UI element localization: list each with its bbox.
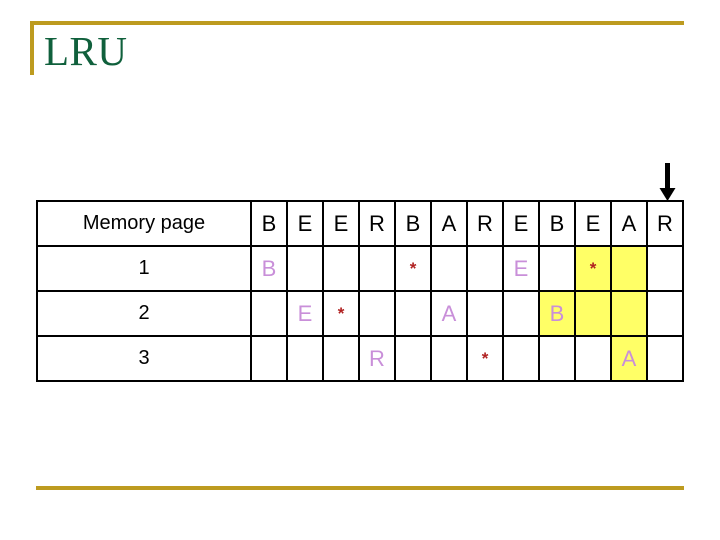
frame-cell-r2-c3	[358, 290, 396, 337]
slide-accent-rule-bottom	[36, 486, 684, 490]
reference-string-cell-8: B	[538, 200, 576, 247]
reference-string-cell-11: R	[646, 200, 684, 247]
reference-string-cell-1: E	[286, 200, 324, 247]
memory-page-label-3: 3	[36, 335, 252, 382]
frame-cell-r1-c2	[322, 245, 360, 292]
frame-cell-r2-c5: A	[430, 290, 468, 337]
frame-cell-r1-c6	[466, 245, 504, 292]
reference-string-cell-3: R	[358, 200, 396, 247]
reference-string-cell-9: E	[574, 200, 612, 247]
frame-cell-r2-c0	[250, 290, 288, 337]
slide-accent-rule-left	[30, 21, 34, 75]
frame-cell-r1-c3	[358, 245, 396, 292]
frame-cell-r2-c11	[646, 290, 684, 337]
arrow-down-icon	[659, 163, 676, 201]
frame-cell-r2-c7	[502, 290, 540, 337]
memory-page-label-2: 2	[36, 290, 252, 337]
frame-cell-r3-c11	[646, 335, 684, 382]
slide-accent-rule-top	[30, 21, 684, 25]
frame-cell-r2-c2: *	[322, 290, 360, 337]
frame-cell-r3-c6: *	[466, 335, 504, 382]
reference-string-cell-10: A	[610, 200, 648, 247]
frame-cell-r1-c10	[610, 245, 648, 292]
frame-cell-r1-c4: *	[394, 245, 432, 292]
frame-cell-r3-c5	[430, 335, 468, 382]
reference-string-cell-2: E	[322, 200, 360, 247]
table-row: 3 R * A	[36, 335, 684, 382]
frame-cell-r1-c5	[430, 245, 468, 292]
frame-cell-r1-c8	[538, 245, 576, 292]
reference-string-cell-4: B	[394, 200, 432, 247]
frame-cell-r2-c1: E	[286, 290, 324, 337]
row-label-header: Memory page	[36, 200, 252, 247]
memory-page-label-1: 1	[36, 245, 252, 292]
frame-cell-r3-c9	[574, 335, 612, 382]
frame-cell-r1-c7: E	[502, 245, 540, 292]
reference-string-cell-5: A	[430, 200, 468, 247]
reference-string-cell-6: R	[466, 200, 504, 247]
frame-cell-r2-c10	[610, 290, 648, 337]
frame-cell-r2-c6	[466, 290, 504, 337]
frame-cell-r2-c4	[394, 290, 432, 337]
frame-cell-r1-c9: *	[574, 245, 612, 292]
frame-cell-r3-c10: A	[610, 335, 648, 382]
frame-cell-r1-c11	[646, 245, 684, 292]
frame-cell-r2-c8: B	[538, 290, 576, 337]
frame-cell-r3-c2	[322, 335, 360, 382]
frame-cell-r3-c0	[250, 335, 288, 382]
frame-cell-r1-c0: B	[250, 245, 288, 292]
reference-string-cell-7: E	[502, 200, 540, 247]
frame-cell-r3-c8	[538, 335, 576, 382]
page-title: LRU	[44, 28, 128, 74]
frame-cell-r3-c4	[394, 335, 432, 382]
frame-cell-r1-c1	[286, 245, 324, 292]
frame-cell-r2-c9	[574, 290, 612, 337]
frame-cell-r3-c3: R	[358, 335, 396, 382]
frame-cell-r3-c7	[502, 335, 540, 382]
reference-string-cell-0: B	[250, 200, 288, 247]
frame-cell-r3-c1	[286, 335, 324, 382]
